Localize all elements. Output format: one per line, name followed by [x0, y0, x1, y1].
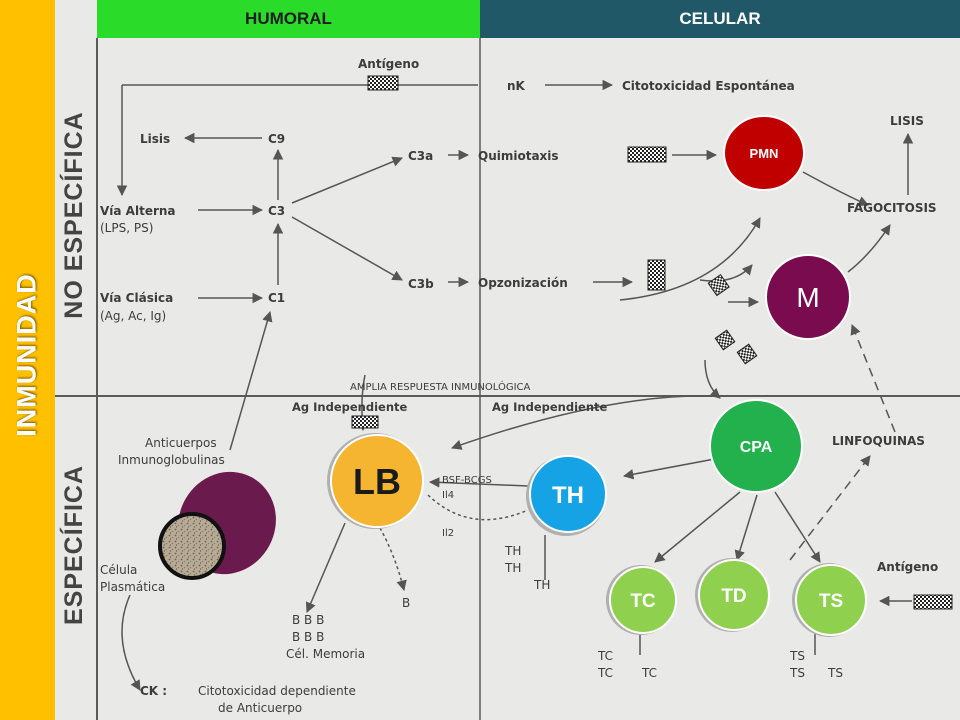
sidebar: INMUNIDAD [0, 0, 55, 720]
label-c3a: C3a [408, 149, 433, 163]
antigen-mark-small-1 [707, 273, 730, 297]
label-opzonizacion: Opzonización [478, 276, 568, 290]
label-antigeno-top: Antígeno [358, 57, 419, 71]
label-lps-ps: (LPS, PS) [100, 221, 153, 235]
frame-lines [55, 38, 960, 720]
sidebar-title: INMUNIDAD [11, 273, 42, 437]
cell-cpa: CPA [709, 399, 803, 493]
label-il2: Il2 [442, 528, 454, 539]
cell-ts-label: TS [819, 591, 843, 612]
label-c3: C3 [268, 204, 285, 218]
label-c9: C9 [268, 132, 285, 146]
label-lisis-caps: LISIS [890, 114, 924, 128]
antigen-mark-top [367, 75, 399, 91]
label-ag-independiente-1: Ag Independiente [292, 400, 408, 414]
label-ts-3: TS [827, 666, 843, 680]
label-antigeno-bottom: Antígeno [877, 560, 938, 574]
cell-tc: TC [606, 565, 677, 635]
label-b-row2: B B B [292, 630, 324, 644]
label-b-single: B [402, 596, 410, 610]
arrows [116, 79, 914, 691]
label-anticuerpos: Anticuerpos [145, 436, 217, 450]
label-via-alterna: Vía Alterna [100, 204, 176, 218]
label-c1: C1 [268, 291, 285, 305]
label-bsf-bcgs: BSF-BCGS [442, 475, 492, 486]
header-humoral: HUMORAL [97, 0, 480, 38]
antigen-mark-small-3 [736, 343, 758, 365]
cell-td-label: TD [721, 586, 746, 607]
label-citotoxicidad-dependiente: Citotoxicidad dependiente [198, 684, 356, 698]
antigen-mark-bottom [913, 594, 953, 610]
antigen-mark-opzonizacion [647, 259, 666, 291]
label-lisis: Lisis [140, 132, 170, 146]
cell-tc-label: TC [630, 591, 656, 612]
plasma-cell [158, 471, 276, 580]
cell-pmn: PMN [723, 115, 805, 191]
section-no-especifica: NO ESPECÍFICA [59, 111, 88, 318]
label-ag-independiente-2: Ag Independiente [492, 400, 608, 414]
cell-lb: LB [327, 433, 424, 529]
cell-lb-label: LB [353, 461, 401, 502]
label-nk: nK [507, 79, 526, 93]
label-fagocitosis: FAGOCITOSIS [847, 201, 937, 215]
label-ts-2: TS [789, 666, 805, 680]
label-celula: Célula [100, 563, 137, 577]
label-c3b: C3b [408, 277, 434, 291]
cell-th: TH [526, 455, 607, 536]
label-cel-memoria: Cél. Memoria [286, 647, 365, 661]
section-especifica: ESPECÍFICA [59, 465, 88, 625]
label-inmunoglobulinas: Inmunoglobulinas [118, 453, 225, 467]
cell-pmn-label: PMN [750, 146, 779, 161]
antigen-marks [351, 75, 953, 610]
labels: Antígeno nK Citotoxicidad Espontánea Lis… [100, 57, 938, 715]
label-th-1: TH [504, 544, 521, 558]
cell-td: TD [695, 558, 770, 632]
label-amplia-respuesta: AMPLIA RESPUESTA INMUNOLÓGICA [350, 380, 531, 393]
label-ag-ac-ig: (Ag, Ac, Ig) [100, 309, 166, 323]
label-th-2: TH [504, 561, 521, 575]
antigen-mark-small-2 [714, 329, 736, 351]
label-citotoxicidad-espontanea: Citotoxicidad Espontánea [622, 79, 795, 93]
label-ts-1: TS [789, 649, 805, 663]
label-de-anticuerpo: de Anticuerpo [218, 701, 302, 715]
label-via-clasica: Vía Clásica [100, 291, 173, 305]
label-quimiotaxis: Quimiotaxis [478, 149, 559, 163]
cell-th-label: TH [552, 482, 584, 509]
antigen-mark-quimiotaxis [627, 146, 667, 163]
label-tc-2: TC [597, 666, 613, 680]
label-il4: Il4 [442, 490, 454, 501]
dashed-arrows [379, 324, 896, 592]
label-th-3: TH [533, 578, 550, 592]
label-tc-3: TC [641, 666, 657, 680]
cell-cpa-label: CPA [740, 439, 773, 456]
cell-ts: TS [792, 563, 867, 637]
cell-macrophage-label: M [796, 282, 819, 313]
label-b-row1: B B B [292, 613, 324, 627]
cell-macrophage: M [765, 254, 851, 340]
label-tc-1: TC [597, 649, 613, 663]
label-ck: CK : [140, 684, 167, 698]
antigen-mark-ag-independiente [351, 415, 379, 429]
label-linfoquinas: LINFOQUINAS [832, 434, 925, 448]
label-plasmatica: Plasmática [100, 580, 165, 594]
header-celular: CELULAR [480, 0, 960, 38]
